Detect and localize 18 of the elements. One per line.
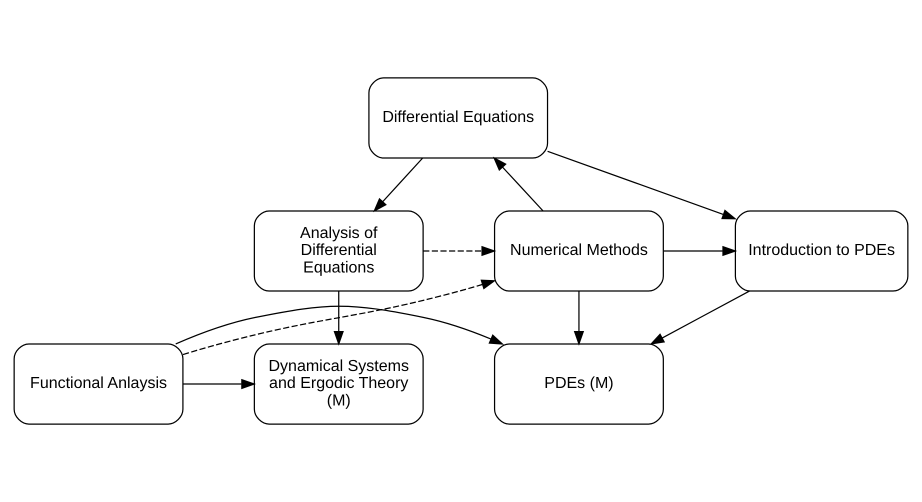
node-box: Dynamical Systems and Ergodic Theory (M): [254, 343, 424, 425]
arrow: [650, 290, 750, 345]
node-box: Introduction to PDEs: [734, 210, 908, 292]
arrow: [182, 378, 256, 390]
arrow: [175, 306, 504, 345]
arrow: [664, 246, 738, 256]
node-box: Functional Anlaysis: [14, 343, 184, 425]
arrow: [492, 156, 544, 212]
node-box: PDEs (M): [494, 343, 664, 425]
node-box: Analysis of Differential Equations: [254, 210, 424, 292]
arrow: [423, 246, 496, 256]
arrow: [574, 291, 584, 346]
node-box: Numerical Methods: [494, 210, 664, 292]
node-box: Differential Equations: [368, 77, 548, 159]
arrow: [182, 280, 496, 356]
arrow: [373, 158, 424, 212]
arrow: [547, 150, 737, 220]
arrow: [334, 291, 344, 346]
